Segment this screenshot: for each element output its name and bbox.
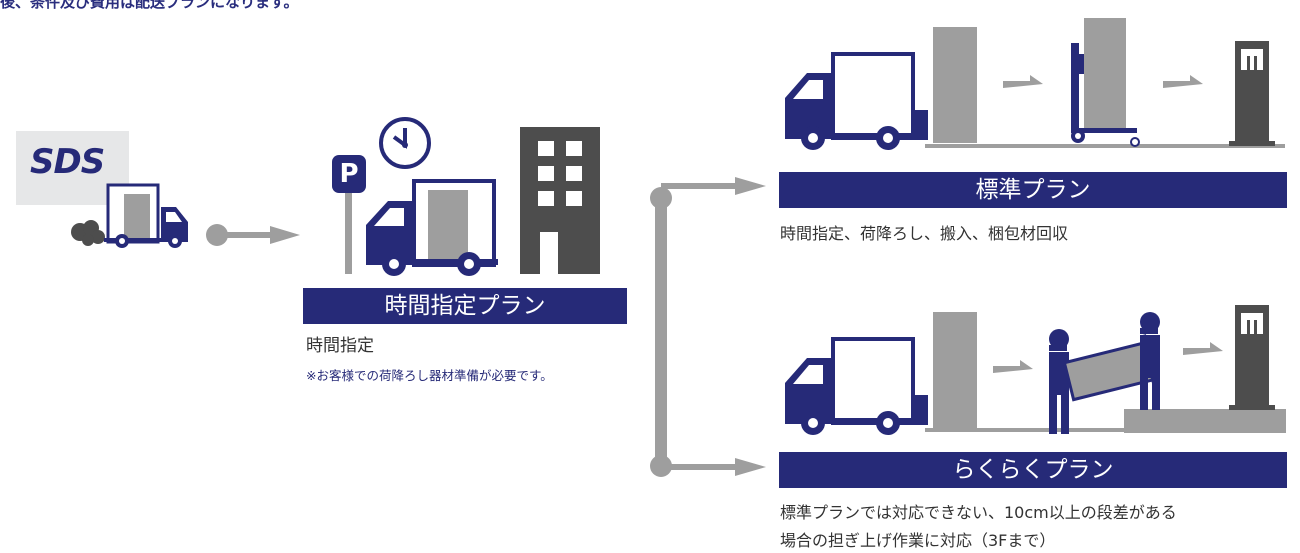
standard-plan-description: 時間指定、荷降ろし、搬入、梱包材回収 [780,224,1069,243]
time-plan-truck-icon [366,179,498,276]
parking-sign-letter: P [339,159,359,189]
standard-plan-illustration [785,18,1285,150]
header-note: 後、条件及び費用は配送プランになります。 [0,0,299,11]
easy-plan-illustration [785,305,1286,435]
easy-plan-description-line2: 場合の担ぎ上げ作業に対応（3Fまで） [780,531,1056,550]
time-plan-title: 時間指定プラン [303,288,627,324]
easy-plan-description-line1: 標準プランでは対応できない、10cm以上の段差がある [780,503,1177,522]
easy-plan-title: らくらくプラン [779,452,1287,488]
connector-arrow-1 [206,224,300,246]
parking-sign-icon [332,155,366,274]
exhaust-smoke-icon [71,220,105,246]
time-plan-note: ※お客様での荷降ろし器材準備が必要です。 [306,368,553,383]
time-plan-description: 時間指定 [306,336,374,356]
clock-icon [379,117,431,169]
branch-connector [650,177,766,477]
standard-plan-title: 標準プラン [779,172,1287,208]
building-icon [520,127,600,274]
sds-logo: SDS [30,142,105,182]
sds-truck-icon [104,183,188,248]
